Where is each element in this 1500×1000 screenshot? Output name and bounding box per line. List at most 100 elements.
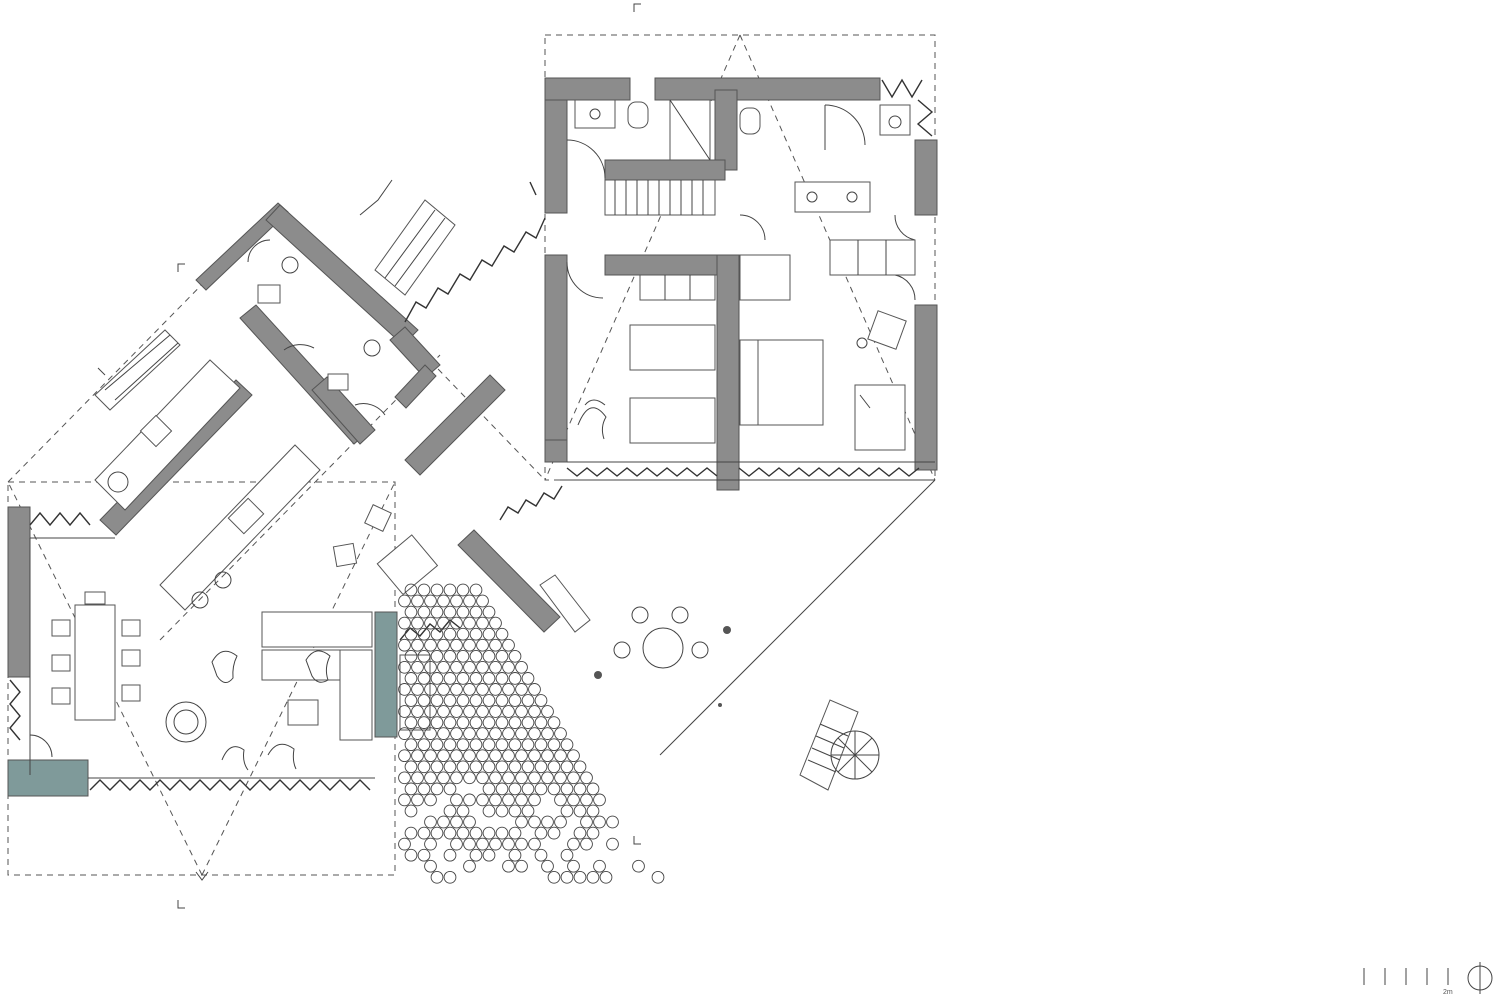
pebble bbox=[495, 738, 509, 752]
pebble bbox=[476, 660, 489, 674]
pebble bbox=[573, 870, 587, 884]
pebble bbox=[417, 627, 431, 641]
pebble bbox=[651, 870, 665, 884]
pebble bbox=[515, 683, 528, 696]
pebble bbox=[560, 760, 574, 774]
pebble bbox=[560, 870, 574, 884]
pebble bbox=[443, 716, 457, 729]
pebble-paving bbox=[398, 583, 665, 884]
pebble bbox=[521, 782, 535, 796]
pebble bbox=[495, 782, 509, 796]
pebble bbox=[398, 683, 411, 696]
pebble bbox=[404, 804, 418, 818]
pebble bbox=[567, 837, 580, 851]
pebble bbox=[482, 605, 496, 619]
pebble bbox=[586, 804, 600, 818]
pebble bbox=[456, 738, 470, 752]
pebble bbox=[541, 749, 554, 763]
pebble bbox=[430, 627, 444, 641]
pebble bbox=[515, 727, 528, 740]
pebble bbox=[443, 870, 457, 884]
pebble bbox=[443, 627, 457, 641]
pebble bbox=[456, 605, 470, 619]
pebble bbox=[430, 738, 444, 752]
pebble bbox=[508, 694, 522, 707]
pebble bbox=[573, 760, 587, 774]
pebble bbox=[560, 848, 574, 862]
pebble bbox=[495, 672, 509, 685]
pebble bbox=[580, 815, 593, 829]
pebble bbox=[450, 727, 463, 740]
pebble bbox=[586, 826, 600, 840]
pebble bbox=[417, 826, 431, 840]
pebble bbox=[398, 793, 411, 807]
pebble bbox=[411, 705, 424, 718]
pebble bbox=[411, 683, 424, 696]
pebble bbox=[489, 793, 502, 807]
pebble bbox=[469, 760, 483, 774]
pebble bbox=[541, 771, 554, 785]
pebble bbox=[534, 738, 548, 752]
pebble bbox=[404, 694, 418, 707]
north-arrow-icon bbox=[1467, 962, 1493, 994]
pebble bbox=[463, 859, 476, 873]
pebble bbox=[495, 804, 509, 818]
pebble bbox=[463, 793, 476, 807]
pebble bbox=[443, 583, 457, 597]
pebble bbox=[430, 605, 444, 619]
pebble bbox=[469, 716, 483, 729]
pebble bbox=[495, 694, 509, 707]
pebble bbox=[404, 605, 418, 619]
pebble bbox=[404, 760, 418, 774]
pebble bbox=[450, 837, 463, 851]
pebble bbox=[476, 683, 489, 696]
pebble bbox=[515, 837, 528, 851]
pebble bbox=[404, 716, 418, 729]
pebble bbox=[463, 660, 476, 674]
pebble bbox=[534, 782, 548, 796]
pebble bbox=[476, 793, 489, 807]
pebble bbox=[521, 760, 535, 774]
pebble bbox=[456, 672, 470, 685]
pebble bbox=[469, 848, 483, 862]
pebble bbox=[430, 672, 444, 685]
pebble bbox=[495, 649, 509, 663]
pebble bbox=[502, 859, 515, 873]
pebble bbox=[534, 716, 548, 729]
pebble bbox=[515, 771, 528, 785]
pebble bbox=[417, 649, 431, 663]
pebble bbox=[463, 771, 476, 785]
pebble bbox=[450, 749, 463, 763]
pebble bbox=[424, 815, 437, 829]
pebble bbox=[424, 638, 437, 652]
pebble bbox=[456, 760, 470, 774]
pebble bbox=[463, 705, 476, 718]
pebble bbox=[515, 793, 528, 807]
pebble bbox=[534, 826, 548, 840]
pebble bbox=[528, 749, 541, 763]
pebble bbox=[469, 605, 483, 619]
pebble bbox=[411, 727, 424, 740]
pebble bbox=[437, 660, 450, 674]
pebble bbox=[508, 716, 522, 729]
pebble bbox=[398, 638, 411, 652]
pebble bbox=[580, 837, 593, 851]
pebble bbox=[593, 793, 606, 807]
pebble bbox=[547, 870, 561, 884]
pebble bbox=[599, 870, 613, 884]
pebble bbox=[430, 716, 444, 729]
pebble bbox=[528, 705, 541, 718]
pebble bbox=[463, 815, 476, 829]
pebble bbox=[398, 771, 411, 785]
pebble bbox=[547, 760, 561, 774]
pebble bbox=[417, 738, 431, 752]
pebble bbox=[437, 616, 450, 630]
pebble bbox=[456, 694, 470, 707]
pebble bbox=[508, 782, 522, 796]
pebble bbox=[469, 826, 483, 840]
pebble bbox=[398, 749, 411, 763]
pebble bbox=[521, 738, 535, 752]
pebble bbox=[404, 672, 418, 685]
pebble bbox=[437, 771, 450, 785]
scale-bar-label: 2m bbox=[1443, 989, 1453, 996]
